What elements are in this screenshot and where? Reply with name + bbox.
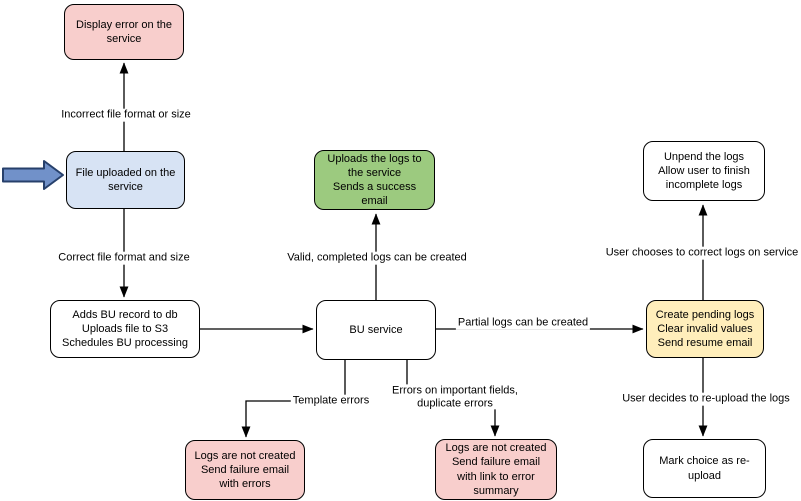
entry-arrow-icon: [2, 160, 64, 190]
node-mark-choice[interactable]: Mark choice as re-upload: [643, 439, 766, 498]
node-create-pending[interactable]: Create pending logs Clear invalid values…: [646, 300, 764, 358]
edge-label-correct-format: Correct file format and size: [56, 251, 192, 265]
edge-label-valid-completed: Valid, completed logs can be created: [285, 251, 469, 265]
node-text: Unpend the logs: [663, 150, 745, 163]
node-text: Create pending logs: [655, 308, 755, 321]
node-text: BU service: [349, 323, 403, 336]
edge-label-incorrect-format: Incorrect file format or size: [59, 108, 193, 122]
node-logs-failure-errors[interactable]: Logs are not created Send failure email …: [185, 440, 305, 500]
node-logs-failure-summary[interactable]: Logs are not created Send failure email …: [435, 439, 557, 500]
node-text: Mark choice as re-upload: [659, 455, 750, 482]
node-text: Send failure email with link to error su…: [451, 456, 541, 497]
node-unpend-logs[interactable]: Unpend the logs Allow user to finish inc…: [643, 141, 765, 201]
node-adds-bu-record[interactable]: Adds BU record to db Uploads file to S3 …: [50, 300, 200, 358]
node-display-error[interactable]: Display error on the service: [64, 4, 184, 60]
node-text: Logs are not created: [445, 442, 547, 455]
node-text: Allow user to finish incomplete logs: [658, 164, 750, 192]
edge-label-field-errors: Errors on important fields, duplicate er…: [378, 384, 532, 410]
node-text: Send failure email with errors: [200, 463, 290, 491]
node-text: Schedules BU processing: [62, 337, 188, 350]
node-text: Clear invalid values: [657, 322, 753, 335]
node-text: Uploads the logs to the service: [327, 152, 422, 179]
edge-label-user-corrects: User chooses to correct logs on service: [603, 246, 801, 260]
node-text: Sends a success email: [332, 181, 417, 208]
node-uploads-logs[interactable]: Uploads the logs to the service Sends a …: [314, 150, 435, 210]
node-bu-service[interactable]: BU service: [316, 300, 436, 360]
node-text: Uploads file to S3: [81, 322, 169, 335]
edge-label-template-errors: Template errors: [290, 394, 372, 408]
node-text: Adds BU record to db: [72, 308, 178, 321]
node-text: Logs are not created: [194, 449, 296, 462]
node-text: File uploaded on the service: [75, 166, 176, 193]
node-file-uploaded[interactable]: File uploaded on the service: [66, 151, 185, 209]
node-text: Display error on the service: [76, 18, 172, 45]
edge-label-user-reuploads: User decides to re-upload the logs: [620, 392, 792, 406]
node-text: Send resume email: [657, 337, 753, 350]
edge-label-partial-logs: Partial logs can be created: [455, 316, 591, 330]
